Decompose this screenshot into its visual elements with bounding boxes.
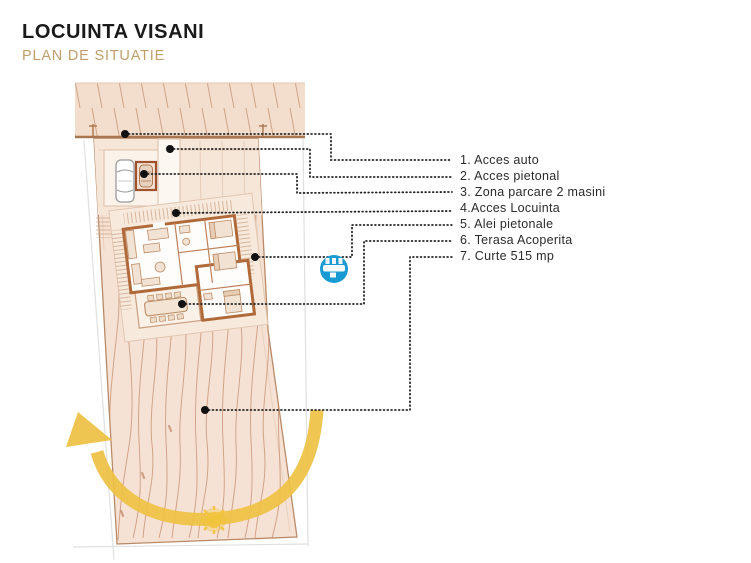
leader-lines	[124, 133, 453, 411]
leader-line-6	[181, 240, 453, 305]
legend-item-2: 2. Acces pietonal	[460, 169, 560, 183]
leader-dot-6	[178, 300, 186, 308]
terrace-dining-table	[144, 291, 188, 323]
legend-item-6: 6. Terasa Acoperita	[460, 233, 573, 247]
legend-item-4: 4.Acces Locuinta	[460, 201, 560, 215]
entry-door-gap	[152, 221, 166, 229]
legend-item-7: 7. Curte 515 mp	[460, 249, 555, 263]
legend-item-3: 3. Zona parcare 2 masini	[460, 185, 606, 199]
leader-dot-1	[121, 130, 129, 138]
interior-partitions	[174, 219, 251, 292]
frontage-tick-marks	[89, 124, 267, 136]
leader-line-5	[254, 224, 453, 258]
leader-dot-3	[140, 170, 148, 178]
leader-line-7	[204, 256, 453, 411]
house	[108, 192, 269, 343]
leader-line-4	[175, 210, 453, 214]
legend-item-1: 1. Acces auto	[460, 153, 539, 167]
leader-dot-5	[251, 253, 259, 261]
street	[75, 82, 305, 139]
deck-hatch-right	[236, 214, 255, 275]
neighbour-boundary-lines	[72, 138, 309, 561]
logo-icon	[320, 255, 348, 283]
legend: 1. Acces auto 2. Acces pietonal 3. Zona …	[460, 152, 605, 264]
street-hatch	[75, 83, 305, 137]
leader-line-1	[124, 133, 453, 161]
leader-line-3	[143, 173, 453, 194]
plan-subtitle: PLAN DE SITUATIE	[22, 48, 166, 64]
leader-dot-2	[166, 145, 174, 153]
sun-icon	[200, 506, 228, 534]
plan-title: LOCUINTA VISANI	[22, 21, 205, 43]
deck-hatch-left	[111, 229, 132, 311]
arrowhead	[66, 412, 112, 447]
car-icon	[115, 159, 135, 203]
title-block: LOCUINTA VISANI PLAN DE SITUATIE	[22, 21, 204, 64]
leader-dot-4	[172, 209, 180, 217]
legend-item-5: 5. Alei pietonale	[460, 217, 554, 231]
furniture	[124, 219, 243, 314]
leader-dots	[121, 130, 259, 414]
leader-line-2	[169, 148, 453, 178]
covered-terrace	[134, 284, 202, 329]
contour-label-marks	[119, 424, 173, 518]
leader-dot-7	[201, 406, 209, 414]
